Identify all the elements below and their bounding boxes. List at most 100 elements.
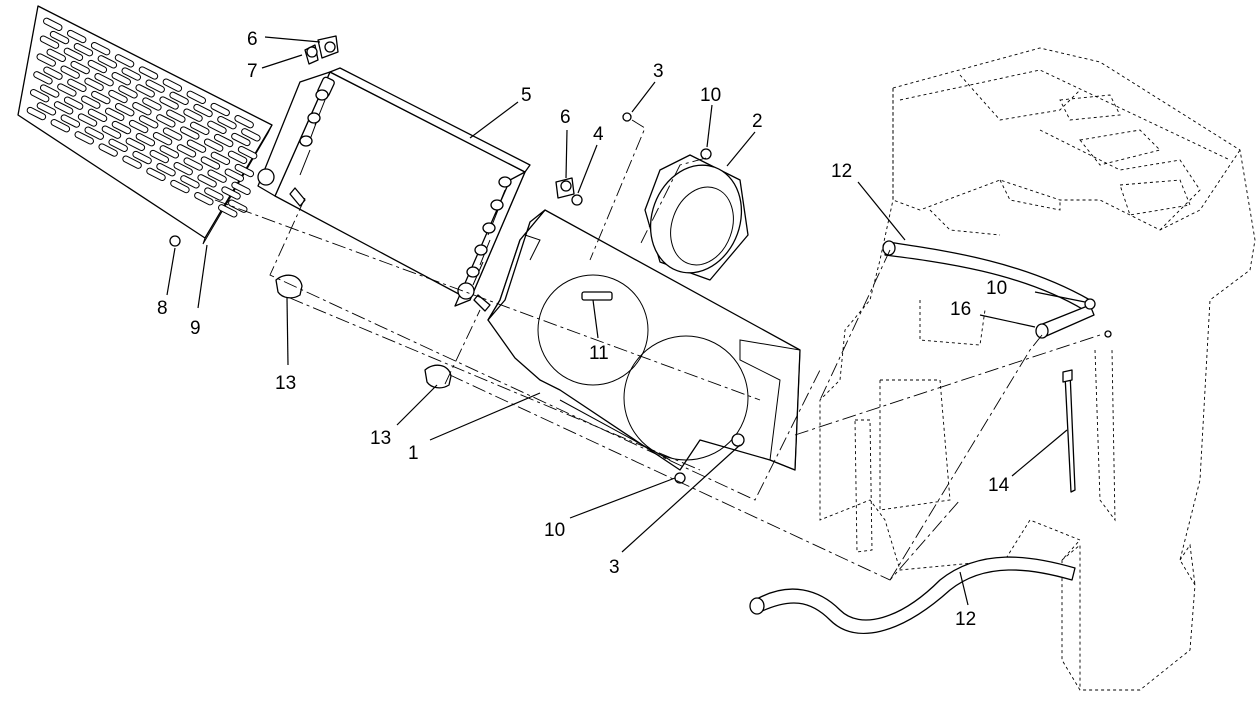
grille-slot [77,113,98,127]
grille-slot [60,65,80,79]
grille-slot [94,73,114,87]
callout-16: 16 [950,299,971,320]
grille-slot [169,91,189,106]
grille-slot [213,133,234,148]
grille-slot [66,29,87,44]
grille-slot [180,175,200,189]
grille-slot [135,133,156,147]
grille-slot [121,67,142,81]
grille-slot [132,102,152,116]
grille-slot [36,53,56,67]
grille-slot [57,83,77,97]
callout-7: 7 [247,61,258,82]
grille-slot [138,115,159,129]
grille-slot [39,84,60,98]
grille-slot [63,96,84,110]
grille-slot [207,120,227,135]
grille-slot [125,137,146,152]
leader-lines [166,36,1086,606]
grille-slot [173,162,193,176]
callout-2: 2 [752,111,763,132]
grille-slot [149,149,170,164]
grille-slot [84,126,104,140]
grille-slot [122,155,142,169]
grille-slot [207,169,227,183]
assembly-lines [214,119,1101,581]
grille-slot [108,138,128,153]
cable-tie [1062,369,1076,493]
callout-11: 11 [589,343,609,364]
callout-5: 5 [521,85,532,106]
grille-slot [91,90,111,105]
callout-6a: 6 [247,29,258,50]
grille-panel [17,5,273,245]
grille-slot [146,167,166,182]
grille-slot [159,96,179,110]
grille-slot [186,139,207,153]
grille-slot [162,78,183,92]
grille-slot [156,163,176,177]
callout-1: 1 [408,443,419,464]
callout-12a: 12 [831,161,852,182]
grille-slot [227,150,248,165]
grille-slot [26,106,47,121]
grille-slot [142,97,162,111]
grille-slot [53,101,74,115]
grille-slot [241,128,261,142]
grille-slot [135,84,155,98]
callout-13b: 13 [370,428,391,449]
short-hose [1035,304,1095,339]
callout-9: 9 [190,318,201,339]
callout-14: 14 [988,475,1010,496]
grille-slot [81,95,101,109]
grille-slot [87,59,108,74]
lower-hose [749,556,1076,634]
grille-slot [194,192,214,206]
grille-slot [73,43,94,57]
grille-slot [33,71,53,85]
callout-10a: 10 [700,85,721,106]
grille-slot [114,54,135,68]
grille-slot [60,114,81,128]
grille-slot [197,174,217,188]
chassis-frame [819,47,1256,691]
grille-slot [145,79,165,93]
callout-8: 8 [157,298,168,319]
grille-slot [162,127,183,141]
grille-slot [111,72,131,86]
oil-cooler [257,67,531,312]
grille-slot [63,47,84,62]
grille-slot [97,55,118,69]
grille-slot [29,89,50,103]
grille-slot [46,48,66,63]
fan-ring [644,154,749,281]
grille-slot [152,132,173,146]
grille-slot [210,151,231,166]
grille-slot [190,121,210,136]
grille-slot [90,42,111,56]
grille-slot [234,163,255,178]
grille-slot [176,144,197,158]
grille-slot [183,157,203,171]
grille-slot [204,187,224,201]
grille-slot [104,107,125,122]
grille-slot [218,204,238,218]
grille-slot [228,199,248,213]
grille-slot [67,78,87,93]
callout-12b: 12 [955,609,976,630]
grille-slot [111,120,132,135]
grille-slot [183,108,203,122]
grille-slot [170,179,190,194]
grille-slot [231,181,251,196]
grille-slot [43,66,63,80]
grille-slot [210,102,230,117]
callout-4: 4 [593,124,604,145]
callout-labels: 6 7 5 3 10 2 6 4 12 10 16 8 9 11 13 13 1… [157,29,1010,630]
grille-slot [231,132,251,147]
upper-hose [882,240,1091,311]
callout-13a: 13 [275,373,296,394]
grille-slot [159,145,180,159]
callout-10b: 10 [986,278,1007,299]
grille-slot [36,102,57,116]
